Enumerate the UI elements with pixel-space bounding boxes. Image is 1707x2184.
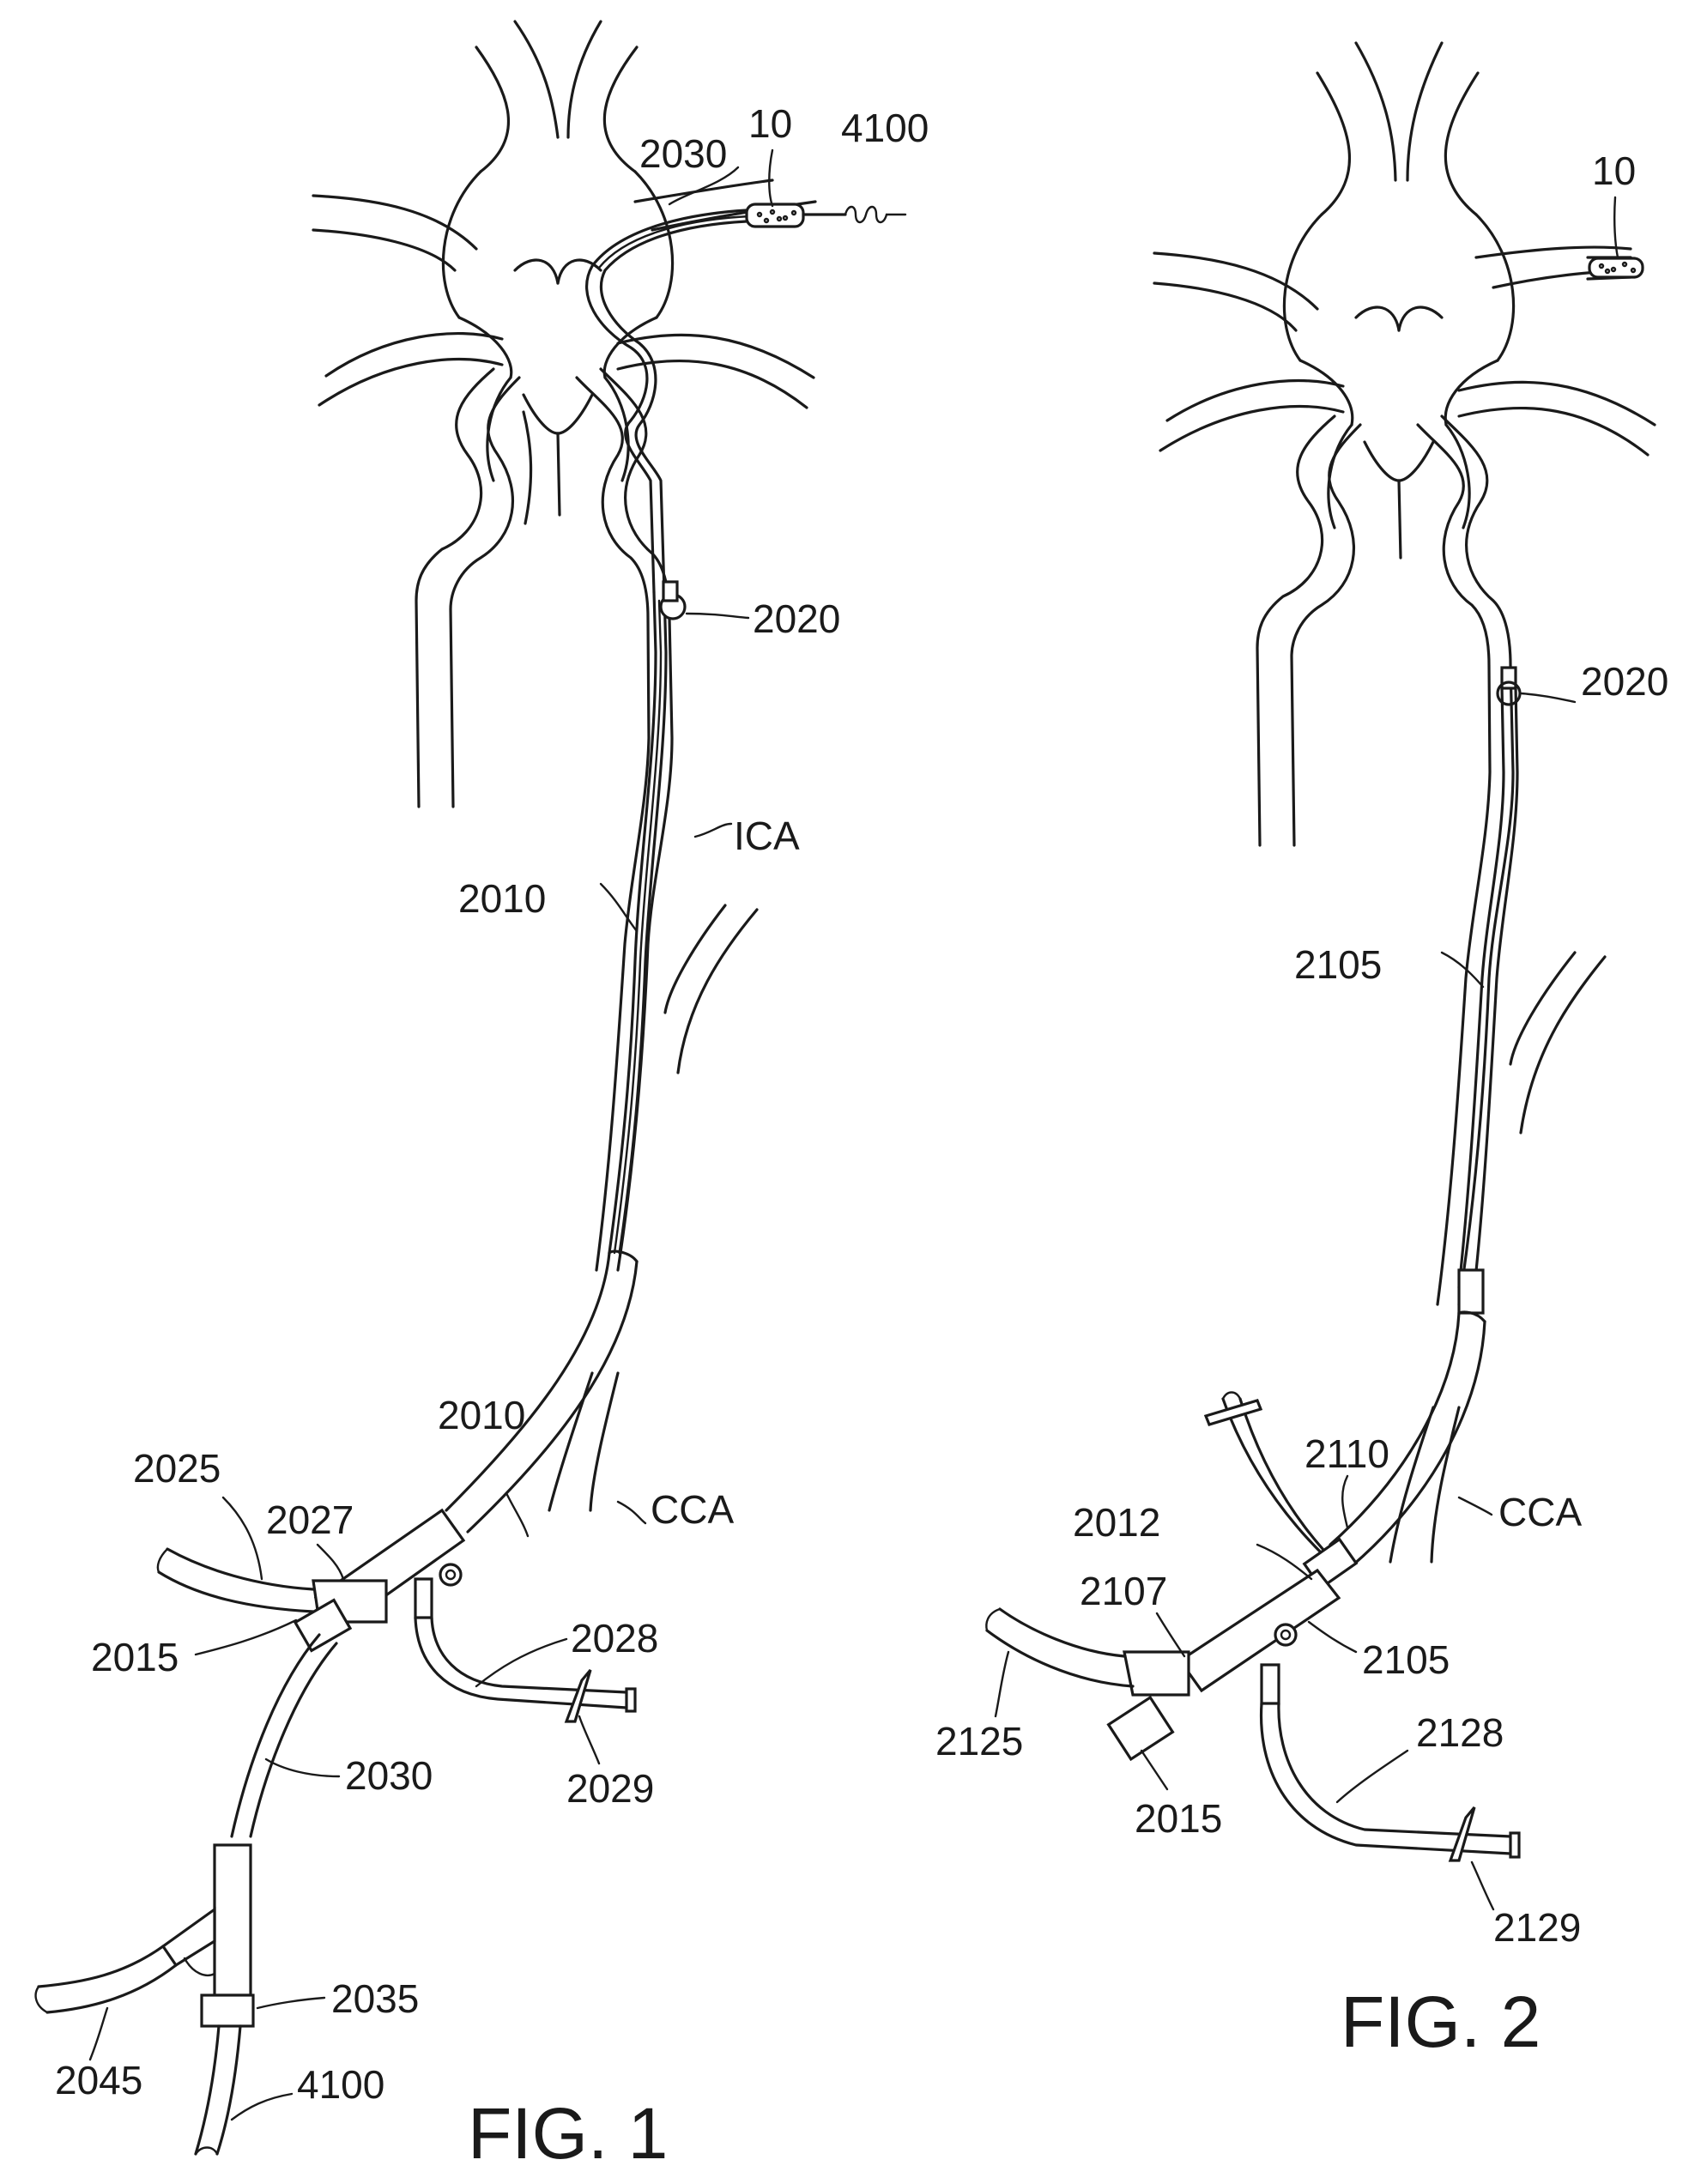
fig1-label-2027: 2027: [266, 1497, 354, 1542]
fig1-label-2010-upper: 2010: [458, 876, 546, 921]
fig2-label-2105-lower: 2105: [1362, 1637, 1450, 1682]
fig2-side-line-2012: [1206, 1393, 1339, 1567]
fig2-label-2110: 2110: [1304, 1431, 1389, 1476]
fig1-label-2035: 2035: [331, 1976, 419, 2021]
fig1-label-2030-top: 2030: [639, 131, 727, 176]
fig2-label-2129: 2129: [1493, 1905, 1581, 1950]
fig2-left-internal-carotid: [1257, 416, 1360, 845]
fig2-label-2015: 2015: [1135, 1796, 1222, 1841]
fig1-wire-4100: [196, 2026, 240, 2154]
fig2-label-2012: 2012: [1073, 1500, 1160, 1545]
fig1-caption: FIG. 1: [468, 2093, 668, 2174]
fig1-label-10: 10: [748, 101, 792, 146]
fig1-label-2015: 2015: [91, 1635, 179, 1679]
fig1-top-vessels: [476, 21, 637, 172]
fig2-label-2020: 2020: [1581, 659, 1668, 704]
fig1-catheter-2030: [232, 1635, 336, 1836]
fig1-line-2045: [36, 1946, 176, 2012]
fig1-label-2028: 2028: [571, 1616, 658, 1661]
fig1-label-2025: 2025: [133, 1446, 221, 1491]
fig2-label-2125: 2125: [935, 1719, 1023, 1764]
fig2-device-10: [1588, 257, 1643, 279]
fig1-marker-band: [663, 582, 677, 601]
fig2-label-2107: 2107: [1080, 1569, 1167, 1613]
fig1-horizontal-branches: [313, 180, 815, 408]
fig1-label-2030-lower: 2030: [345, 1753, 433, 1798]
fig2-top-vessels: [1317, 43, 1478, 215]
fig1-left-internal-carotid: [416, 369, 531, 807]
fig1-right-internal-carotid: [577, 369, 757, 1270]
figure-1: [36, 21, 905, 2154]
fig1-label-4100-bottom: 4100: [297, 2062, 384, 2107]
fig2-label-10: 10: [1592, 148, 1636, 193]
fig1-label-2020: 2020: [753, 596, 840, 641]
fig1-label-2010-lower: 2010: [438, 1393, 525, 1437]
fig1-line-2025: [158, 1549, 313, 1612]
fig1-label-cca: CCA: [651, 1487, 734, 1532]
fig1-common-carotid: [549, 1373, 618, 1510]
fig2-line-2125: [986, 1609, 1133, 1686]
fig1-device-10: [747, 204, 905, 227]
fig2-label-cca: CCA: [1498, 1490, 1582, 1534]
fig1-leaders: [90, 150, 772, 2120]
fig1-lower-connector: [163, 1845, 253, 2026]
fig2-leaders: [996, 197, 1618, 1909]
fig2-caption: FIG. 2: [1341, 1981, 1541, 2062]
fig2-labels: 10 2020 2105 2110 CCA 2012 2107 2105 212…: [935, 148, 1668, 2062]
fig2-horizontal-branches: [1154, 247, 1655, 455]
fig1-catheter: [446, 210, 750, 1532]
fig1-label-2045: 2045: [55, 2058, 142, 2102]
fig1-label-ica: ICA: [734, 814, 800, 858]
fig1-label-4100-top: 4100: [841, 106, 929, 150]
fig2-label-2105-upper: 2105: [1294, 942, 1382, 987]
fig2-label-2128: 2128: [1416, 1710, 1504, 1755]
fig1-label-2029: 2029: [566, 1766, 654, 1811]
